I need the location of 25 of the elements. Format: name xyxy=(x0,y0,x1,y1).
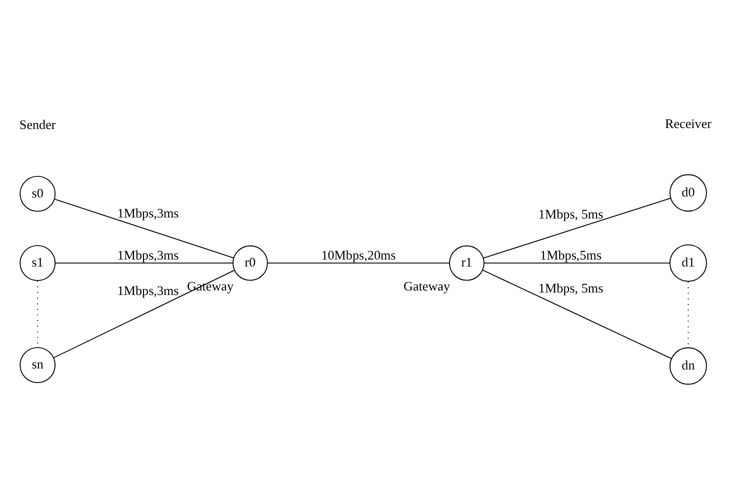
edge-label: 1Mbps, 5ms xyxy=(538,280,604,296)
edge-label: 1Mbps,3ms xyxy=(117,205,179,220)
connector xyxy=(483,262,670,264)
edge-label: 1Mbps,5ms xyxy=(540,248,602,263)
connector xyxy=(482,198,672,259)
node-circle: d0 xyxy=(670,174,707,212)
edge-label: 10Mbps,20ms xyxy=(321,248,396,263)
connector xyxy=(482,270,672,360)
node-circle: d1 xyxy=(670,244,707,282)
edge-label: 1Mbps, 5ms xyxy=(538,206,604,222)
connector xyxy=(266,262,450,264)
label: Sender xyxy=(19,116,56,132)
node-circle: s1 xyxy=(20,245,56,282)
node-circle: dn xyxy=(670,347,707,385)
connector xyxy=(54,262,234,264)
connector xyxy=(54,198,234,258)
edge-label: 1Mbps,3ms xyxy=(117,283,179,298)
node-circle: r0 xyxy=(232,245,268,281)
node-circle: s0 xyxy=(20,176,56,212)
node-circle: sn xyxy=(20,347,56,384)
label: Receiver xyxy=(664,116,712,132)
edge-label: 1Mbps,3ms xyxy=(117,248,179,263)
node-label: Gateway xyxy=(404,278,450,294)
connector xyxy=(53,270,236,358)
node-circle: r1 xyxy=(449,245,484,281)
